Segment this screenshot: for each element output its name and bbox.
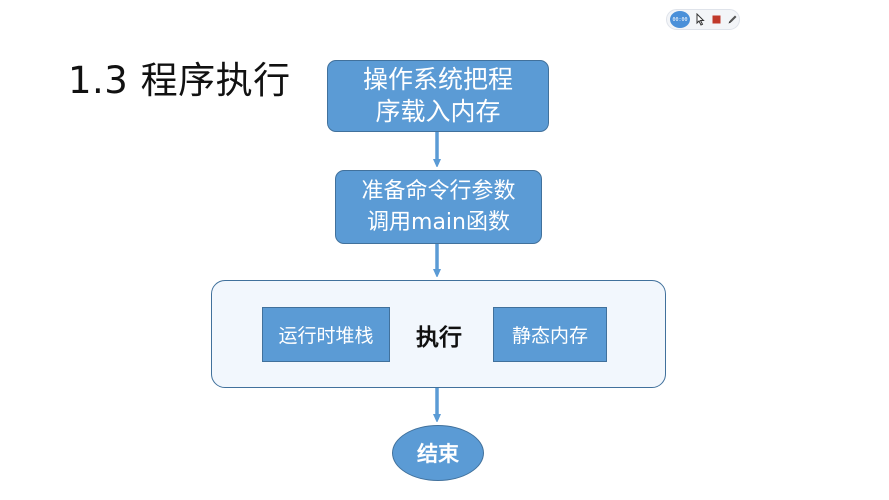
pointer-icon[interactable] [694, 13, 706, 27]
timer-icon[interactable]: 00:00 [670, 11, 690, 28]
static-memory-box: 静态内存 [493, 307, 607, 362]
flow-step-call-main-line1: 准备命令行参数 [361, 179, 516, 204]
pen-icon[interactable] [726, 13, 738, 27]
end-node: 结束 [392, 425, 484, 481]
flow-step-call-main: 准备命令行参数 调用main函数 [335, 170, 542, 244]
recording-toolbar: 00:00 [666, 9, 740, 30]
runtime-stack-box: 运行时堆栈 [262, 307, 390, 362]
slide-title: 1.3 程序执行 [68, 59, 291, 102]
execution-label: 执行 [416, 325, 462, 351]
flow-step-load-program-line1: 操作系统把程 [362, 65, 513, 94]
stop-icon[interactable] [710, 13, 722, 27]
flow-step-call-main-line2: 调用main函数 [367, 210, 510, 235]
flow-step-load-program: 操作系统把程 序载入内存 [327, 60, 549, 132]
flow-step-load-program-line2: 序载入内存 [375, 97, 501, 126]
